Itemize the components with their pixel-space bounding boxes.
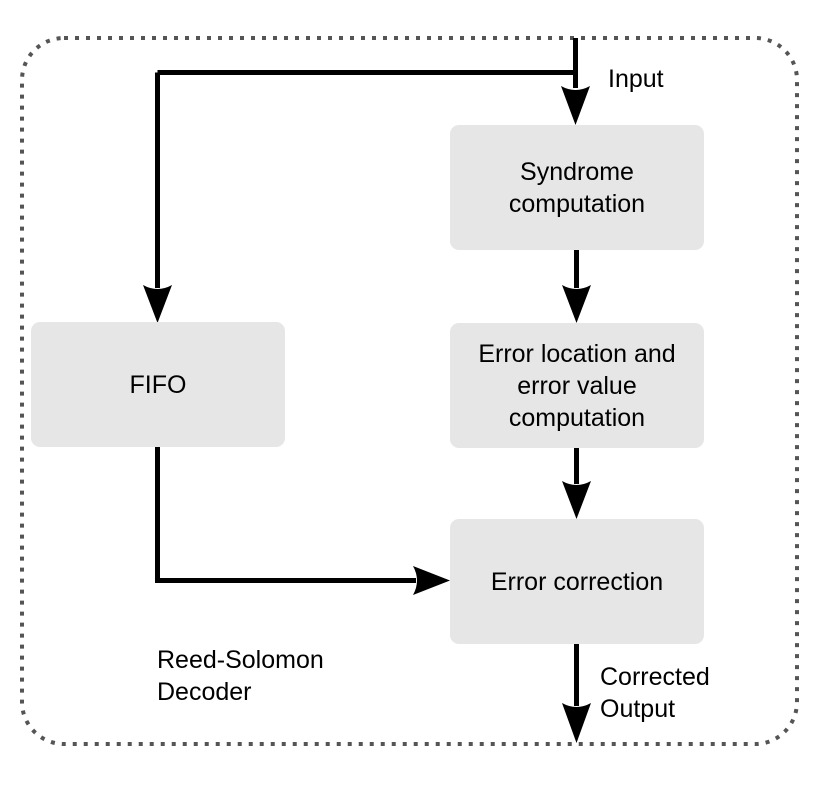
arrowhead-input-to-syndrome: [561, 86, 590, 125]
edge-label-corrected-output: Corrected Output: [600, 663, 710, 723]
node-syndrome-computation[interactable]: Syndrome computation: [450, 125, 704, 250]
node-error-correction[interactable]: Error correction: [450, 519, 704, 644]
node-error-location-and-error-value-computation[interactable]: Error location and error value computati…: [450, 323, 704, 448]
arrowhead-syndrome-to-errorloc: [562, 285, 591, 323]
group-label-reed-solomon-decoder: Reed-Solomon Decoder: [157, 646, 324, 706]
node-fifo[interactable]: FIFO: [31, 322, 285, 447]
edge-label-input: Input: [608, 65, 664, 93]
arrowhead-errorcorr-to-output: [562, 703, 591, 743]
arrowhead-fifo-to-errorcorr: [413, 566, 450, 595]
arrowhead-input-to-fifo: [143, 285, 172, 323]
arrowhead-errorloc-to-errorcorr: [562, 481, 591, 519]
group-boundary-dotted-rect: [20, 36, 799, 746]
